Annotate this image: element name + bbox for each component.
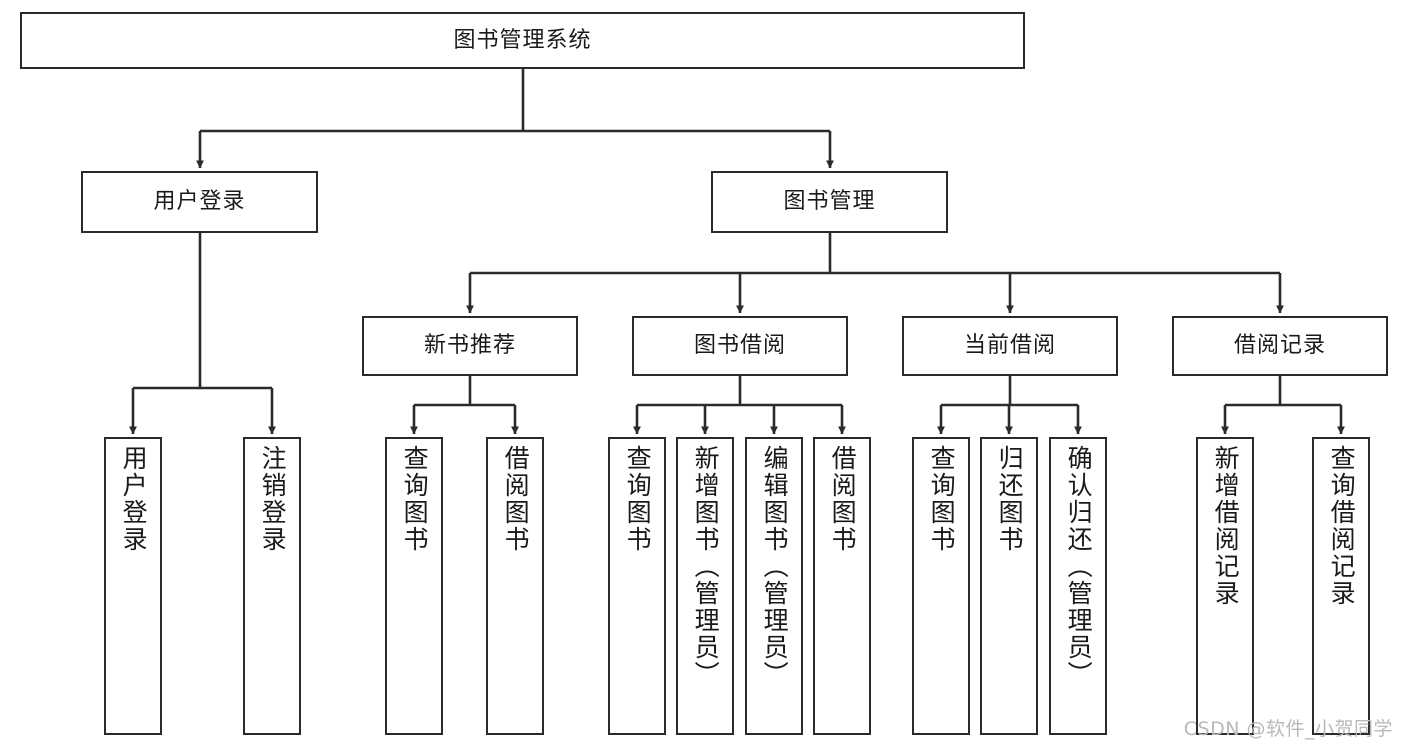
- leaf-borrow-query-book-label: 查询图书: [623, 445, 653, 553]
- node-borrow-record[interactable]: 借阅记录: [1172, 316, 1388, 376]
- node-book-management-module[interactable]: 图书管理: [711, 171, 948, 233]
- leaf-newbook-query-book-label: 查询图书: [400, 445, 430, 553]
- node-root[interactable]: 图书管理系统: [20, 12, 1025, 69]
- node-book-management-module-label: 图书管理: [783, 189, 876, 215]
- leaf-current-confirm-return[interactable]: 确认归还（管理员）: [1049, 437, 1107, 735]
- leaf-borrow-query-book[interactable]: 查询图书: [608, 437, 666, 735]
- leaf-record-add-record-label: 新增借阅记录: [1211, 445, 1241, 607]
- node-book-borrow-label: 图书借阅: [693, 333, 786, 359]
- leaf-record-query-record[interactable]: 查询借阅记录: [1312, 437, 1370, 735]
- node-current-borrow[interactable]: 当前借阅: [902, 316, 1118, 376]
- node-borrow-record-label: 借阅记录: [1233, 333, 1326, 359]
- leaf-newbook-query-book[interactable]: 查询图书: [385, 437, 443, 735]
- leaf-current-query-book-label: 查询图书: [927, 445, 957, 553]
- leaf-borrow-edit-book[interactable]: 编辑图书（管理员）: [745, 437, 803, 735]
- node-book-borrow[interactable]: 图书借阅: [632, 316, 848, 376]
- leaf-borrow-borrow-book[interactable]: 借阅图书: [813, 437, 871, 735]
- leaf-borrow-borrow-book-label: 借阅图书: [828, 445, 858, 553]
- leaf-record-query-record-label: 查询借阅记录: [1327, 445, 1357, 607]
- leaf-user-logout-label: 注销登录: [258, 445, 288, 553]
- node-new-book-recommend[interactable]: 新书推荐: [362, 316, 578, 376]
- node-new-book-recommend-label: 新书推荐: [423, 333, 516, 359]
- node-current-borrow-label: 当前借阅: [963, 333, 1056, 359]
- node-user-login-module-label: 用户登录: [153, 189, 246, 215]
- leaf-current-query-book[interactable]: 查询图书: [912, 437, 970, 735]
- leaf-newbook-borrow-book[interactable]: 借阅图书: [486, 437, 544, 735]
- leaf-current-return-book-label: 归还图书: [995, 445, 1025, 553]
- leaf-user-login-label: 用户登录: [119, 445, 149, 553]
- node-user-login-module[interactable]: 用户登录: [81, 171, 318, 233]
- leaf-user-logout[interactable]: 注销登录: [243, 437, 301, 735]
- leaf-newbook-borrow-book-label: 借阅图书: [501, 445, 531, 553]
- node-root-label: 图书管理系统: [453, 27, 592, 53]
- leaf-record-add-record[interactable]: 新增借阅记录: [1196, 437, 1254, 735]
- leaf-user-login[interactable]: 用户登录: [104, 437, 162, 735]
- leaf-borrow-add-book-label: 新增图书（管理员）: [691, 445, 721, 688]
- leaf-current-confirm-return-label: 确认归还（管理员）: [1064, 445, 1094, 688]
- leaf-borrow-edit-book-label: 编辑图书（管理员）: [760, 445, 790, 688]
- csdn-watermark: CSDN @软件_小贺同学: [1183, 718, 1393, 740]
- leaf-borrow-add-book[interactable]: 新增图书（管理员）: [676, 437, 734, 735]
- leaf-current-return-book[interactable]: 归还图书: [980, 437, 1038, 735]
